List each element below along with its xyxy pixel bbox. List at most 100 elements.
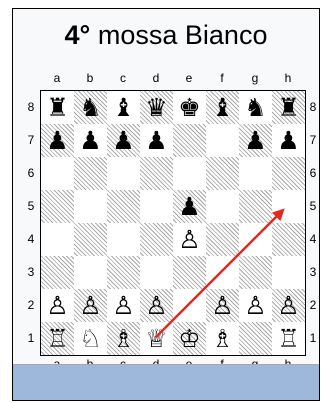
square-g6[interactable]	[239, 157, 272, 190]
chess-piece[interactable]: ♖	[277, 326, 299, 351]
square-h5[interactable]	[272, 190, 305, 223]
square-f7[interactable]	[206, 124, 239, 157]
chess-piece[interactable]: ♟	[79, 128, 101, 153]
square-b6[interactable]	[74, 157, 107, 190]
chess-piece[interactable]: ♙	[244, 293, 266, 318]
chess-piece[interactable]: ♟	[178, 194, 200, 219]
square-e5[interactable]: ♟	[173, 190, 206, 223]
square-b8[interactable]: ♞	[74, 91, 107, 124]
chess-piece[interactable]: ♙	[211, 293, 233, 318]
chess-piece[interactable]: ♟	[112, 128, 134, 153]
square-d2[interactable]: ♙	[140, 289, 173, 322]
square-b1[interactable]: ♘	[74, 322, 107, 355]
square-h3[interactable]	[272, 256, 305, 289]
square-g7[interactable]: ♟	[239, 124, 272, 157]
chess-piece[interactable]: ♗	[112, 326, 134, 351]
square-f6[interactable]	[206, 157, 239, 190]
chess-piece[interactable]: ♕	[145, 326, 167, 351]
file-label: f	[213, 71, 231, 85]
square-c7[interactable]: ♟	[107, 124, 140, 157]
square-f4[interactable]	[206, 223, 239, 256]
chess-piece[interactable]: ♔	[178, 326, 200, 351]
square-b5[interactable]	[74, 190, 107, 223]
chess-piece[interactable]: ♙	[277, 293, 299, 318]
square-f2[interactable]: ♙	[206, 289, 239, 322]
square-d1[interactable]: ♕	[140, 322, 173, 355]
rank-label: 4	[304, 232, 320, 246]
square-c5[interactable]	[107, 190, 140, 223]
chess-piece[interactable]: ♘	[79, 326, 101, 351]
square-f8[interactable]: ♝	[206, 91, 239, 124]
square-c1[interactable]: ♗	[107, 322, 140, 355]
chess-piece[interactable]: ♟	[46, 128, 68, 153]
square-e4[interactable]: ♙	[173, 223, 206, 256]
chess-piece[interactable]: ♟	[277, 128, 299, 153]
square-a2[interactable]: ♙	[41, 289, 74, 322]
square-e3[interactable]	[173, 256, 206, 289]
file-label: d	[147, 71, 165, 85]
square-f1[interactable]: ♗	[206, 322, 239, 355]
chess-piece[interactable]: ♛	[145, 95, 167, 120]
chess-piece[interactable]: ♙	[178, 227, 200, 252]
chess-piece[interactable]: ♝	[112, 95, 134, 120]
square-e2[interactable]	[173, 289, 206, 322]
chess-piece[interactable]: ♜	[46, 95, 68, 120]
square-c6[interactable]	[107, 157, 140, 190]
square-h6[interactable]	[272, 157, 305, 190]
chess-piece[interactable]: ♙	[145, 293, 167, 318]
square-d5[interactable]	[140, 190, 173, 223]
square-f5[interactable]	[206, 190, 239, 223]
square-e8[interactable]: ♚	[173, 91, 206, 124]
chess-piece[interactable]: ♙	[79, 293, 101, 318]
square-g3[interactable]	[239, 256, 272, 289]
square-b2[interactable]: ♙	[74, 289, 107, 322]
square-g5[interactable]	[239, 190, 272, 223]
chess-piece[interactable]: ♞	[79, 95, 101, 120]
square-h2[interactable]: ♙	[272, 289, 305, 322]
square-d8[interactable]: ♛	[140, 91, 173, 124]
chess-piece[interactable]: ♙	[112, 293, 134, 318]
chess-piece[interactable]: ♝	[211, 95, 233, 120]
square-a4[interactable]	[41, 223, 74, 256]
chess-piece[interactable]: ♜	[277, 95, 299, 120]
square-b7[interactable]: ♟	[74, 124, 107, 157]
square-a8[interactable]: ♜	[41, 91, 74, 124]
square-c2[interactable]: ♙	[107, 289, 140, 322]
square-c4[interactable]	[107, 223, 140, 256]
square-c3[interactable]	[107, 256, 140, 289]
chess-piece[interactable]: ♟	[244, 128, 266, 153]
chess-piece[interactable]: ♖	[46, 326, 68, 351]
square-e7[interactable]	[173, 124, 206, 157]
square-d4[interactable]	[140, 223, 173, 256]
move-caption: mossa Bianco	[98, 20, 268, 50]
square-d7[interactable]: ♟	[140, 124, 173, 157]
square-h1[interactable]: ♖	[272, 322, 305, 355]
square-a5[interactable]	[41, 190, 74, 223]
chess-piece[interactable]: ♚	[178, 95, 200, 120]
square-a6[interactable]	[41, 157, 74, 190]
square-b4[interactable]	[74, 223, 107, 256]
square-g1[interactable]	[239, 322, 272, 355]
square-a1[interactable]: ♖	[41, 322, 74, 355]
square-d6[interactable]	[140, 157, 173, 190]
file-label: c	[114, 71, 132, 85]
square-h7[interactable]: ♟	[272, 124, 305, 157]
square-a7[interactable]: ♟	[41, 124, 74, 157]
square-a3[interactable]	[41, 256, 74, 289]
square-e6[interactable]	[173, 157, 206, 190]
square-g8[interactable]: ♞	[239, 91, 272, 124]
square-b3[interactable]	[74, 256, 107, 289]
square-d3[interactable]	[140, 256, 173, 289]
chess-piece[interactable]: ♙	[46, 293, 68, 318]
chess-piece[interactable]: ♞	[244, 95, 266, 120]
square-f3[interactable]	[206, 256, 239, 289]
square-h4[interactable]	[272, 223, 305, 256]
rank-label: 3	[22, 265, 40, 279]
square-e1[interactable]: ♔	[173, 322, 206, 355]
chess-piece[interactable]: ♟	[145, 128, 167, 153]
square-h8[interactable]: ♜	[272, 91, 305, 124]
chess-piece[interactable]: ♗	[211, 326, 233, 351]
square-c8[interactable]: ♝	[107, 91, 140, 124]
square-g4[interactable]	[239, 223, 272, 256]
square-g2[interactable]: ♙	[239, 289, 272, 322]
